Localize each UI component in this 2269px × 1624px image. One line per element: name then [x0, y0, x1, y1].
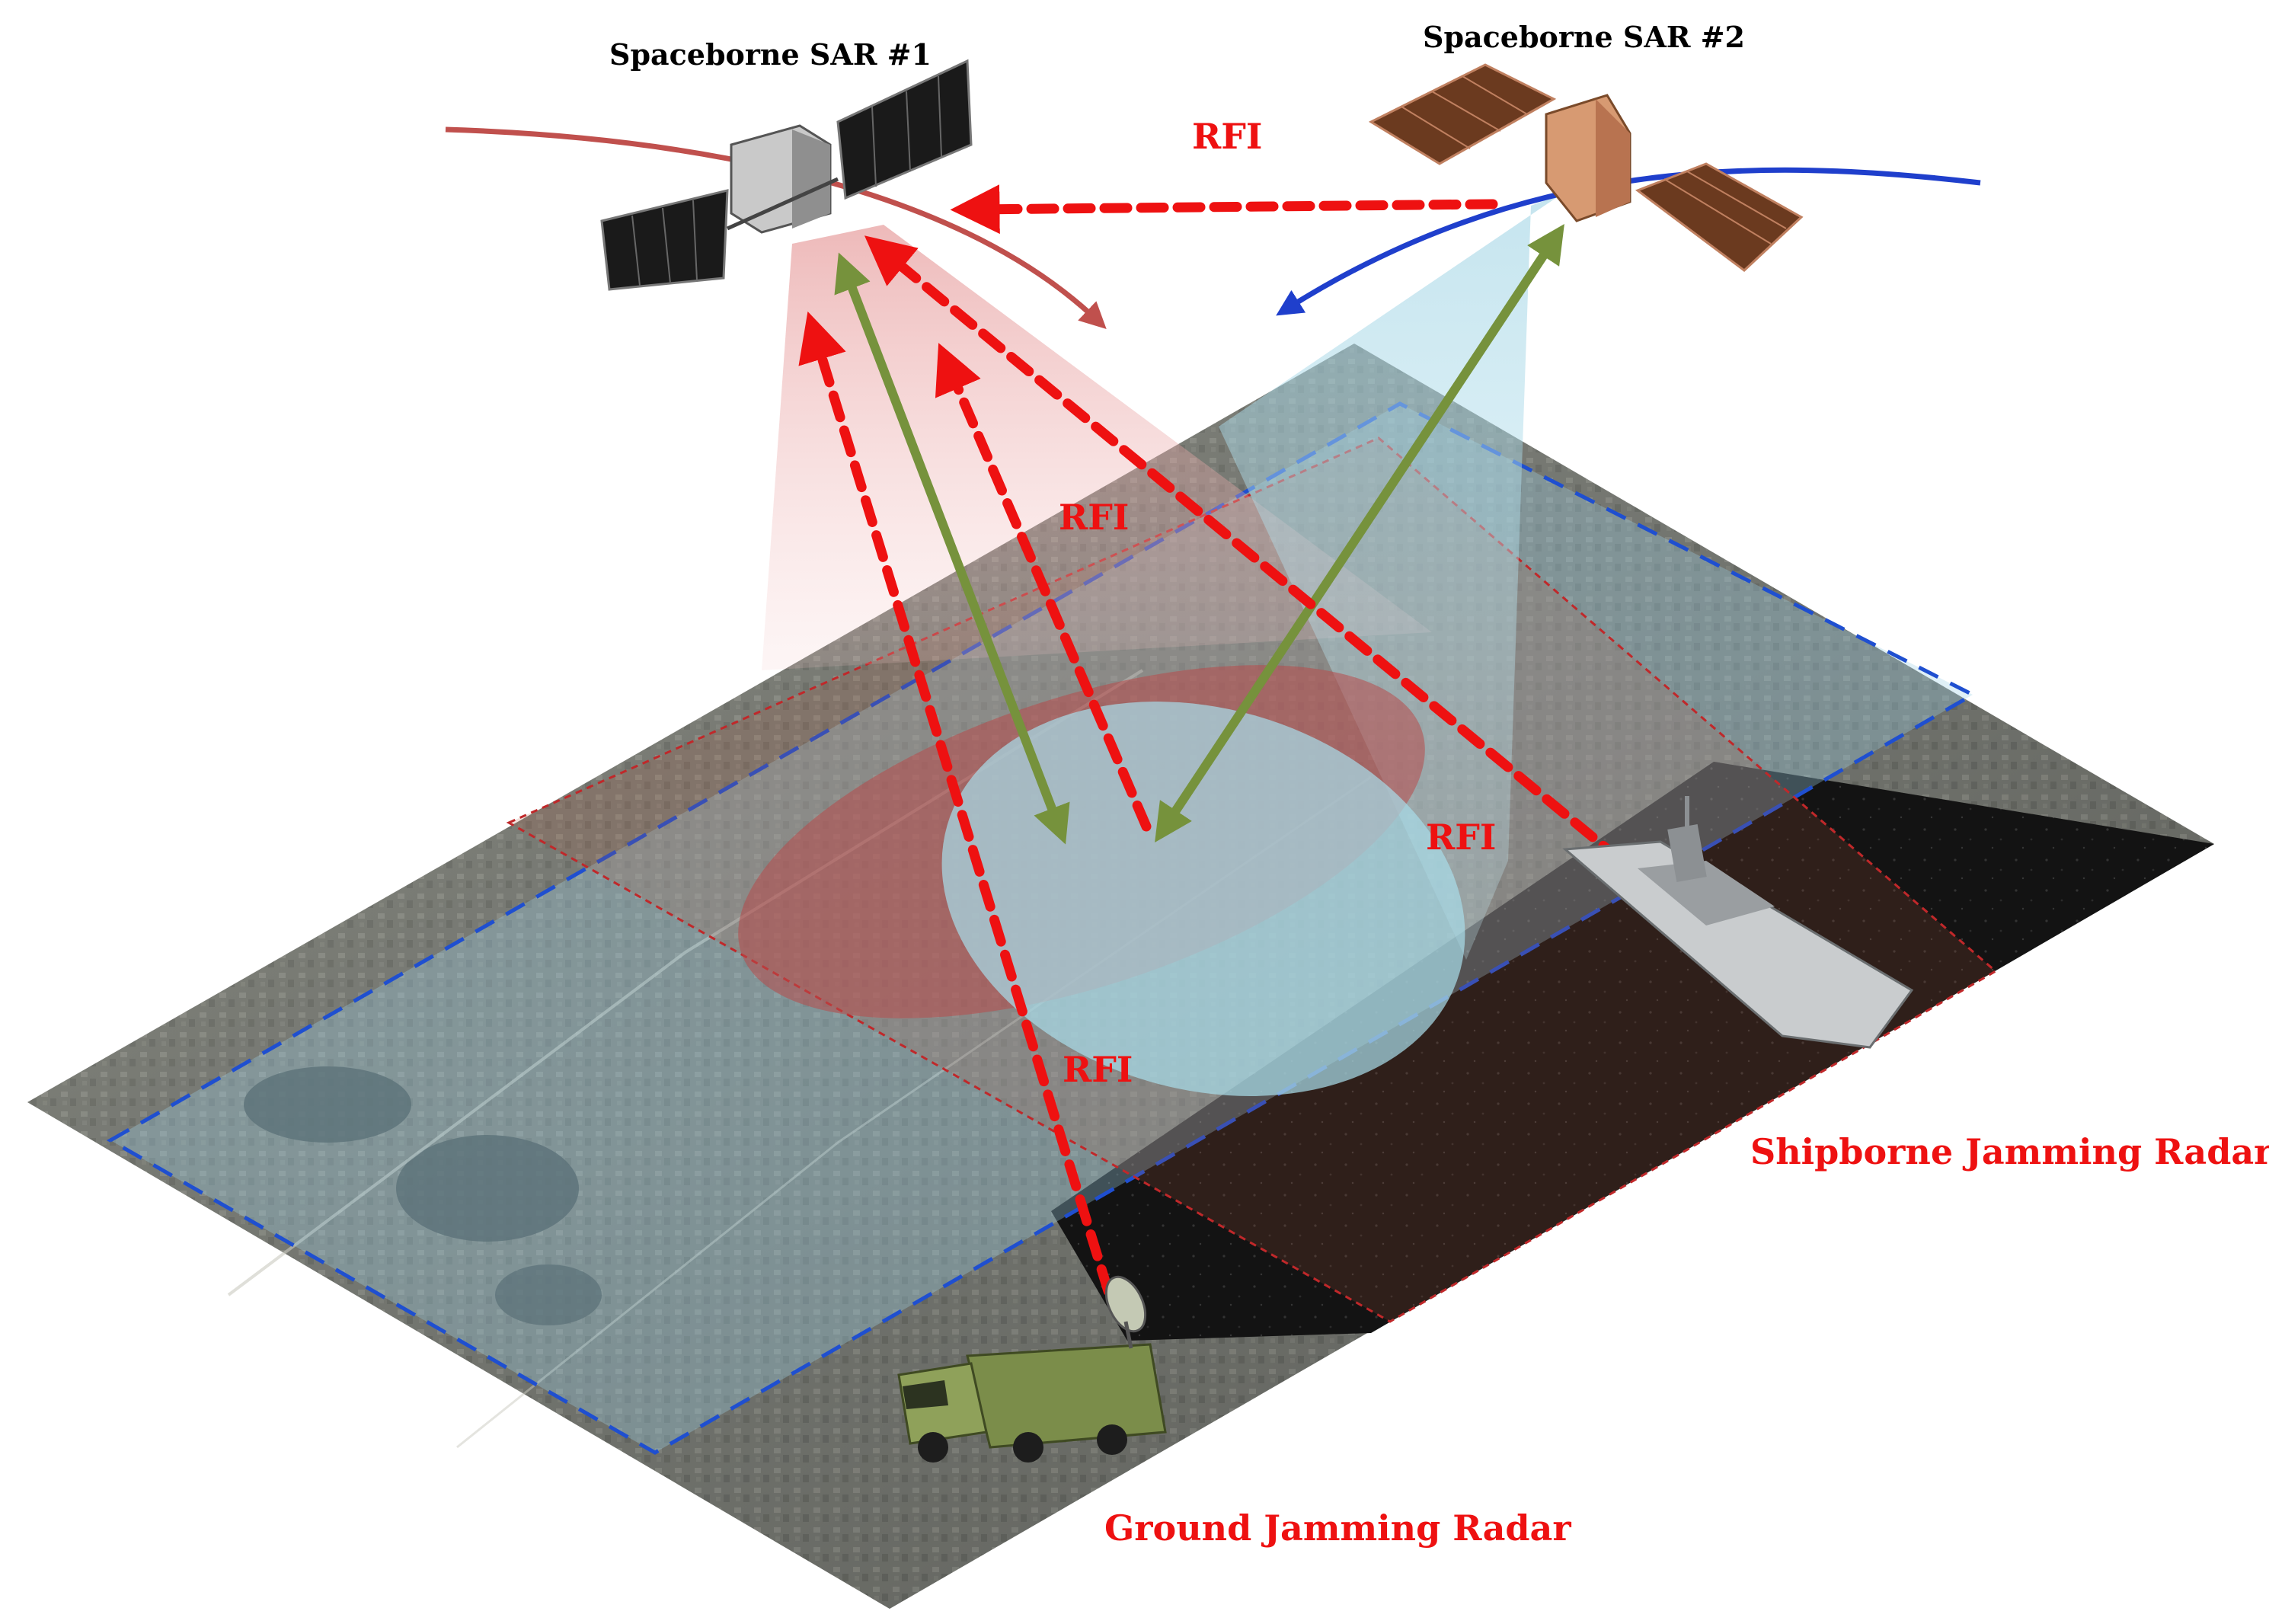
rfi-label-mid: RFI [1059, 497, 1129, 538]
satellite-1 [600, 59, 973, 291]
rfi-label-bottom: RFI [1063, 1049, 1133, 1090]
sat1-label: Spaceborne SAR #1 [609, 37, 932, 72]
ground-radar-label: Ground Jamming Radar [1104, 1507, 1571, 1549]
satellite-2 [1368, 63, 1804, 272]
rfi-arrows [798, 184, 1654, 1296]
orbit-sat2 [1276, 167, 1981, 316]
ship-radar-label: Shipborne Jamming Radar [1750, 1131, 2269, 1172]
jamming-truck [897, 1275, 1167, 1463]
sat2-label: Spaceborne SAR #2 [1423, 20, 1745, 54]
rfi-label-top: RFI [1192, 116, 1262, 157]
rfi-label-right: RFI [1426, 817, 1496, 858]
jamming-ship [1562, 796, 1914, 1049]
sar-signal-links [834, 223, 1564, 845]
